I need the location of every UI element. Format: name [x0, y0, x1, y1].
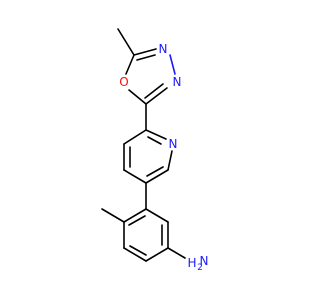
bond-methyl-c5 — [117, 28, 135, 56]
bond-c2-o1 — [128, 89, 147, 105]
bond-pyr-c4-c5 — [123, 169, 147, 184]
bond-bz-c1-c2 — [123, 208, 147, 223]
bond-bz-c3-c4-double — [129, 245, 147, 256]
molecule-diagram: O N N N H 2 N — [101, 28, 208, 273]
bond-pyr-c2-c3 — [123, 129, 147, 145]
oxadiazole-ring — [117, 28, 176, 105]
bond-pyr-c6-n1 — [167, 150, 173, 171]
bond-bz-c4-c5 — [145, 247, 169, 262]
amine-hydrogen-label: H — [187, 256, 196, 270]
benzene-ring — [101, 208, 186, 262]
pyridine-nitrogen-label: N — [169, 137, 178, 151]
bond-bz-c3-c4 — [123, 247, 147, 262]
bond-benzene-methyl — [101, 208, 125, 223]
bond-pyr-n1-c2 — [145, 129, 167, 140]
amine-nitrogen-label: N — [200, 254, 209, 268]
bond-pyr-c5-c6 — [145, 169, 169, 184]
bond-bz-c1-c2-double — [128, 215, 146, 226]
nitrogen-atom-label-n4: N — [159, 42, 168, 56]
structure-canvas: O N N N H 2 N — [101, 28, 208, 273]
bond-c5-n4-double — [136, 54, 156, 61]
bond-pyr-n1-c2-double — [147, 136, 162, 145]
amine-hydrogen-count: 2 — [197, 263, 203, 273]
pyridine-ring — [123, 129, 173, 184]
bond-o1-c5 — [125, 54, 135, 75]
amine-group-label: H 2 N — [187, 254, 208, 273]
bond-c5-n4 — [133, 48, 157, 56]
bond-pyr-c5-c6-double — [146, 166, 164, 177]
bond-n4-n3 — [169, 54, 176, 75]
nitrogen-atom-label-n3: N — [173, 75, 182, 89]
bond-n3-c2-double — [144, 83, 164, 99]
bond-bz-c6-c1 — [145, 208, 169, 223]
bond-n3-c2 — [145, 87, 168, 105]
bond-benzene-amine — [167, 247, 186, 259]
oxygen-atom-label: O — [119, 75, 128, 89]
